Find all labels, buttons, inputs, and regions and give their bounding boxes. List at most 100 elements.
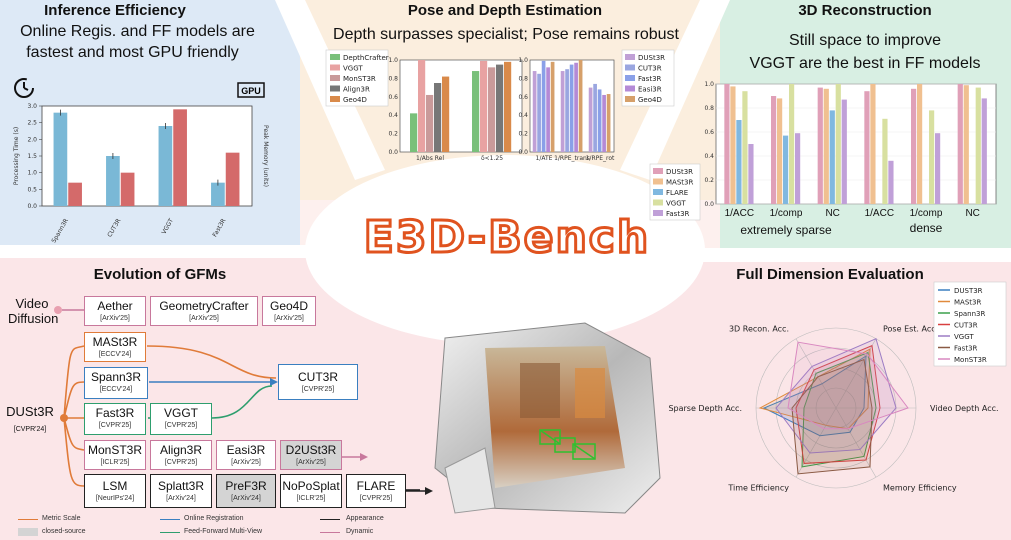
video-label-line1: Video: [15, 296, 49, 311]
recon-category-label: 1/comp: [770, 208, 803, 219]
pose-ytick-label: 0.0: [518, 149, 528, 156]
radar-axis-label: Sparse Depth Acc.: [668, 404, 742, 413]
recon-category-label: NC: [965, 208, 979, 219]
video-label-line2: Diffusion: [8, 311, 59, 326]
timer-icon: [14, 78, 34, 98]
efficiency-bar: [225, 152, 240, 206]
node-geo4d: Geo4D[ArXiv'25]: [262, 296, 316, 326]
efficiency-bar: [106, 156, 120, 206]
radar-series-polygon: [801, 351, 877, 468]
radar-axis-label: Pose Est. Acc.: [883, 324, 938, 333]
recon-bar: [963, 85, 969, 204]
depth-legend-label: Align3R: [343, 86, 370, 94]
efficiency-subtitle-line1: Online Regis. and FF models are: [20, 23, 255, 40]
node-fast3r: Fast3R[CVPR'25]: [84, 403, 146, 435]
key-closed-label: closed-source: [42, 528, 86, 535]
node-mast3r: MASt3R[ECCV'24]: [84, 332, 146, 362]
recon-bar: [888, 160, 894, 204]
recon-bar: [771, 96, 777, 204]
efficiency-category-label: VGGT: [160, 217, 175, 235]
reconstructed-scene-image: [434, 322, 661, 514]
pose-depth-bar: [426, 94, 434, 152]
key-online-line: [160, 519, 180, 520]
recon-subtitle-line2: VGGT are the best in FF models: [749, 55, 981, 72]
pose-depth-category-label: 1/RPE_trans: [554, 155, 590, 162]
recon-bar: [981, 98, 987, 204]
pose-depth-bar: [588, 87, 593, 152]
node-monst3r: MonST3R[ICLR'25]: [84, 440, 146, 470]
pose-legend-swatch: [625, 85, 635, 92]
recon-bar: [730, 86, 736, 204]
pose-legend-swatch: [625, 54, 635, 60]
radar-legend-label: DUST3R: [954, 287, 983, 295]
e3d-bench-logo: E3D-Bench: [362, 211, 651, 265]
recon-title: 3D Reconstruction: [798, 2, 932, 19]
recon-category-label: 1/comp: [910, 208, 943, 219]
pose-depth-bar: [472, 71, 480, 152]
key-ffmv-label: Feed-Forward Multi-View: [184, 528, 263, 535]
pose-depth-bar: [480, 60, 488, 152]
key-ffmv-line: [160, 532, 180, 533]
recon-bar: [748, 144, 754, 204]
pose-depth-bar: [602, 94, 606, 152]
radar-series-polygon: [791, 358, 873, 475]
recon-subtitle-line1: Still space to improve: [788, 32, 942, 49]
radar-spoke: [835, 338, 877, 409]
pose-subtitle: Depth surpasses specialist; Pose remains…: [333, 26, 679, 43]
key-dynamic-label: Dynamic: [346, 528, 374, 535]
pose-legend-label: Fast3R: [638, 75, 662, 83]
radar-legend-label: Fast3R: [954, 345, 978, 353]
recon-bar: [783, 135, 789, 204]
efficiency-subtitle-line2: fastest and most GPU friendly: [26, 44, 239, 61]
pose-legend-label: CUT3R: [638, 65, 662, 73]
pose-depth-bar: [496, 64, 504, 152]
key-closed-swatch: [18, 528, 38, 536]
radar-legend-label: CUT3R: [954, 322, 978, 330]
radar-legend-label: Spann3R: [954, 310, 986, 318]
video-diffusion-label: Video Diffusion: [8, 296, 59, 326]
efficiency-ytick-label: 2.0: [27, 136, 37, 143]
pose-legend-label: Easi3R: [638, 86, 662, 94]
radar-axis-label: 3D Recon. Acc.: [729, 324, 789, 333]
root-venue: [CVPR'24]: [13, 426, 47, 433]
efficiency-bar: [68, 182, 82, 206]
depth-legend-label: MonST3R: [343, 75, 376, 83]
recon-group-sparse: extremely sparse: [740, 223, 832, 237]
depth-legend-label: DepthCrafter: [343, 54, 389, 62]
recon-legend-swatch: [653, 168, 663, 174]
pose-depth-category-label: 1/Abs Rel: [416, 155, 444, 162]
pose-depth-bar: [418, 60, 426, 152]
efficiency-ytick-label: 3.0: [27, 103, 37, 110]
pose-depth-bar: [550, 61, 555, 153]
recon-bar: [882, 118, 888, 204]
radar-legend-label: MASt3R: [954, 299, 981, 307]
depth-ytick-label: 0.6: [388, 94, 398, 101]
radar-series-polygon: [775, 338, 897, 454]
pose-depth-bar: [578, 60, 583, 152]
root-name: DUSt3R: [6, 404, 54, 419]
pose-legend-label: DUSt3R: [638, 54, 665, 62]
recon-bar: [957, 84, 963, 204]
pose-depth-category-label: 1/RPE_rot: [586, 155, 615, 162]
recon-bar: [841, 99, 847, 204]
efficiency-ytick-label: 2.5: [27, 120, 37, 127]
depth-legend-swatch: [330, 96, 340, 102]
node-nopoSplat: NoPoSplat[ICLR'25]: [280, 474, 342, 508]
pose-depth-bar: [593, 83, 597, 152]
recon-group-dense: dense: [910, 221, 943, 235]
depth-legend-swatch: [330, 54, 340, 60]
radar-legend-label: MonST3R: [954, 356, 987, 364]
pose-depth-bar: [504, 61, 512, 153]
recon-ytick-label: 0.8: [704, 105, 714, 112]
gpu-label: GPU: [241, 86, 261, 96]
recon-plot-area: [715, 83, 997, 205]
node-flare: FLARE[CVPR'25]: [346, 474, 406, 508]
efficiency-title: Inference Efficiency: [44, 2, 186, 19]
radar-series-polygon: [795, 344, 881, 464]
depth-ytick-label: 0.8: [388, 75, 398, 82]
pose-depth-bar: [569, 64, 574, 152]
node-align3r: Align3R[CVPR'25]: [150, 440, 212, 470]
pose-legend-swatch: [625, 96, 635, 102]
